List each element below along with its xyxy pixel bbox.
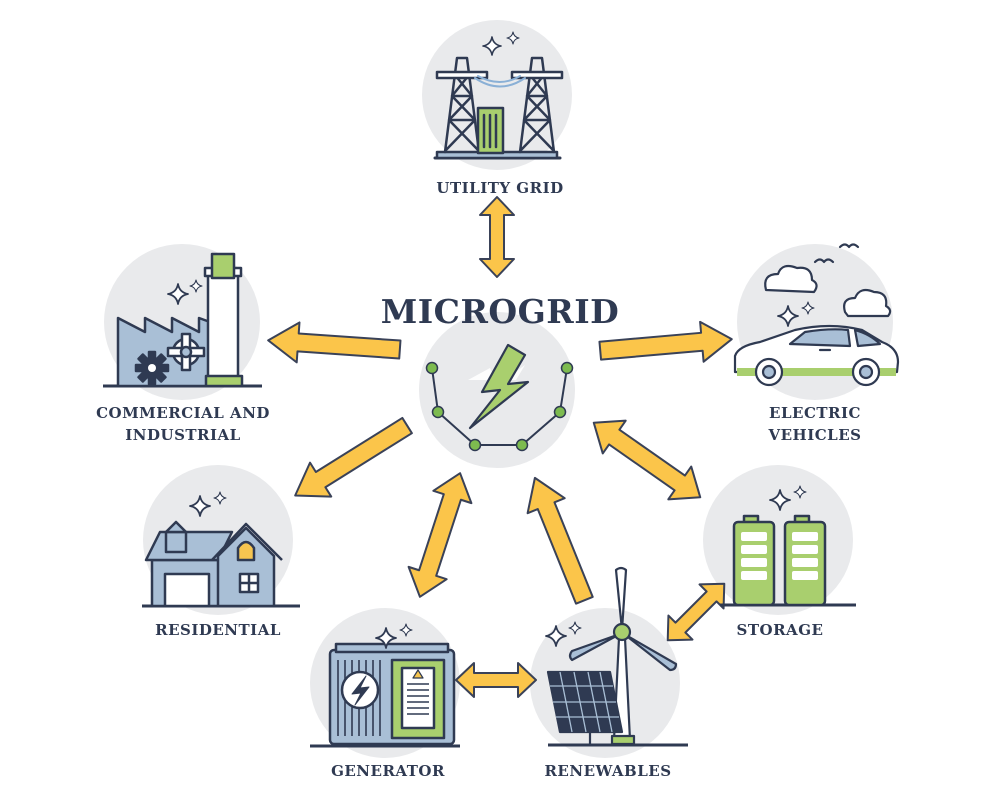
label-electric-vehicles: ELECTRIC VEHICLES xyxy=(735,402,895,446)
arrow-storage xyxy=(592,419,702,501)
label-generator: GENERATOR xyxy=(308,760,468,782)
label-utility-grid: UTILITY GRID xyxy=(420,177,580,199)
arrow-commercial xyxy=(267,321,402,364)
microgrid-hub-icon xyxy=(425,343,574,452)
label-line: ELECTRIC xyxy=(769,404,861,422)
label-line: RENEWABLES xyxy=(544,762,672,780)
renewables-icon xyxy=(546,566,688,747)
arrow-utility-grid xyxy=(479,196,515,278)
label-residential: RESIDENTIAL xyxy=(138,619,298,641)
label-commercial-industrial: COMMERCIAL AND INDUSTRIAL xyxy=(78,402,288,446)
utility-grid-icon xyxy=(433,56,564,160)
label-line: COMMERCIAL AND xyxy=(96,404,270,422)
arrow-renewables xyxy=(526,476,594,605)
label-line: STORAGE xyxy=(736,621,824,639)
arrow-renewables-storage xyxy=(666,582,726,642)
microgrid-title: MICROGRID xyxy=(380,292,620,331)
electric-vehicles-icon xyxy=(733,243,900,387)
arrow-residential xyxy=(294,416,413,498)
arrow-generator xyxy=(407,472,473,598)
label-line: INDUSTRIAL xyxy=(125,426,241,444)
arrow-electric-vehicles xyxy=(598,320,733,363)
label-renewables: RENEWABLES xyxy=(528,760,688,782)
residential-icon xyxy=(142,520,300,608)
label-line: UTILITY GRID xyxy=(436,179,564,197)
storage-circle xyxy=(703,465,853,615)
label-line: RESIDENTIAL xyxy=(155,621,281,639)
label-storage: STORAGE xyxy=(700,619,860,641)
arrow-generator-renewables xyxy=(455,662,537,698)
storage-icon xyxy=(720,514,856,607)
connection-arrows xyxy=(267,196,733,698)
label-line: GENERATOR xyxy=(331,762,445,780)
commercial-icon xyxy=(103,252,262,388)
generator-icon xyxy=(310,642,460,748)
label-line: VEHICLES xyxy=(768,426,862,444)
